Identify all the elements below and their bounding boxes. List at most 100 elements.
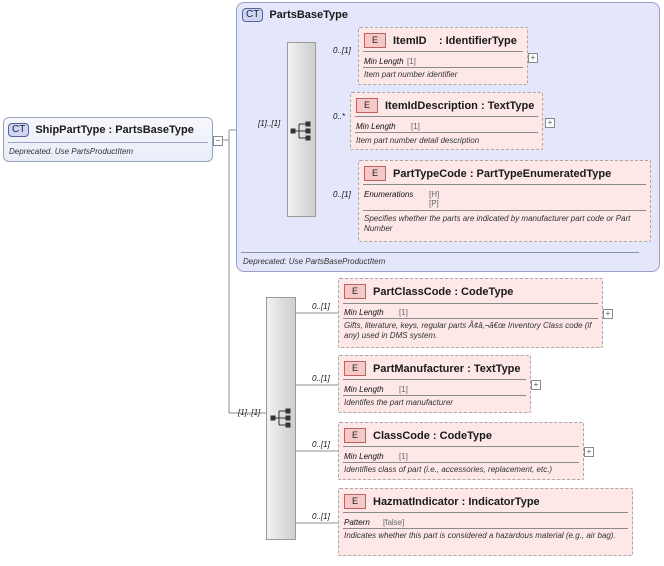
element-name: ItemID (393, 34, 427, 47)
element-name: PartTypeCode (393, 167, 467, 180)
cardinality-label: 0..[1] (312, 440, 330, 449)
collapse-toggle[interactable]: − (213, 136, 223, 146)
complex-type-badge: CT (242, 8, 264, 22)
extension-cardinality: [1]..[1] (238, 408, 261, 417)
element-title: ItemIdDescription : TextType (385, 99, 535, 112)
facet-value: [1] (411, 122, 420, 131)
sequence-icon (270, 408, 291, 428)
element-title: PartTypeCode : PartTypeEnumeratedType (393, 167, 612, 180)
expand-toggle[interactable]: + (545, 118, 555, 128)
element-description: Specifies whether the parts are indicate… (364, 214, 631, 233)
element-badge: E (344, 284, 366, 299)
element-description: Item part number identifier (364, 70, 458, 79)
element-badge: E (344, 361, 366, 376)
cardinality-label: 0..[1] (312, 512, 330, 521)
element-type: IndicatorType (468, 495, 540, 508)
divider (343, 528, 628, 529)
divider (363, 67, 523, 68)
element-name: ItemIdDescription (385, 99, 478, 112)
element-type: CodeType (461, 285, 514, 298)
element-badge: E (364, 33, 386, 48)
divider (8, 142, 208, 143)
base-type-title: PartsBaseType (269, 9, 349, 21)
root-base: PartsBaseType (115, 124, 194, 136)
root-complex-type[interactable]: CT ShipPartType : PartsBaseType Deprecat… (3, 117, 213, 162)
extension-sequence-compositor[interactable] (266, 297, 296, 540)
element-classcode[interactable]: E ClassCode : CodeType Min Length [1] Ide… (338, 422, 584, 480)
divider (363, 51, 523, 52)
root-name: ShipPartType (35, 124, 106, 136)
divider (343, 446, 579, 447)
element-title: ClassCode : CodeType (373, 429, 492, 442)
divider (355, 132, 538, 133)
sequence-icon (290, 121, 311, 141)
facet-label: Pattern (344, 518, 370, 527)
facet-value: [1] (399, 385, 408, 394)
element-type: TextType (487, 99, 535, 112)
element-name: HazmatIndicator (373, 495, 459, 508)
divider (343, 318, 598, 319)
element-itemiddescription[interactable]: E ItemIdDescription : TextType Min Length… (350, 92, 543, 150)
element-badge: E (356, 98, 378, 113)
expand-toggle[interactable]: + (531, 380, 541, 390)
facet-label: Min Length (344, 308, 384, 317)
facet-value: [H] (429, 190, 440, 199)
root-description: Deprecated. Use PartsProductItem (9, 147, 134, 156)
element-title: PartClassCode : CodeType (373, 285, 514, 298)
element-hazmatindicator[interactable]: E HazmatIndicator : IndicatorType Pattern… (338, 488, 633, 556)
element-description: Indicates whether this part is considere… (344, 531, 616, 540)
element-type: TextType (473, 362, 521, 375)
divider (343, 462, 579, 463)
element-title: PartManufacturer : TextType (373, 362, 521, 375)
divider (343, 303, 598, 304)
base-description: Deprecated: Use PartsBaseProductItem (243, 257, 386, 266)
divider (343, 379, 526, 380)
divider (363, 210, 646, 211)
facet-value: [false] (383, 518, 405, 527)
facet-value: [1] (399, 308, 408, 317)
element-description: Identifies class of part (i.e., accessor… (344, 465, 553, 474)
facet-label: Min Length (344, 452, 384, 461)
cardinality-label: 0..[1] (333, 46, 351, 55)
element-title: ItemID : IdentifierType (393, 34, 517, 47)
complex-type-badge: CT (8, 123, 30, 137)
base-sequence-compositor[interactable] (287, 42, 316, 217)
expand-toggle[interactable]: + (528, 53, 538, 63)
divider (343, 512, 628, 513)
element-partclasscode[interactable]: E PartClassCode : CodeType Min Length [1]… (338, 278, 603, 348)
element-type: PartTypeEnumeratedType (476, 167, 612, 180)
element-description: Item part number detail description (356, 136, 480, 145)
expand-toggle[interactable]: + (603, 309, 613, 319)
expand-toggle[interactable]: + (584, 447, 594, 457)
facet-value: [1] (399, 452, 408, 461)
element-type: IdentifierType (445, 34, 517, 47)
facet-label: Enumerations (364, 190, 414, 199)
divider (241, 252, 639, 253)
cardinality-label: 0..* (333, 112, 346, 121)
element-badge: E (344, 494, 366, 509)
element-badge: E (344, 428, 366, 443)
root-type-title: ShipPartType : PartsBaseType (35, 124, 194, 136)
divider (355, 116, 538, 117)
facet-value: [1] (407, 57, 416, 66)
cardinality-label: 0..[1] (312, 374, 330, 383)
element-badge: E (364, 166, 386, 181)
cardinality-label: 0..[1] (312, 302, 330, 311)
element-description: Gifts, literature, keys, regular parts Ã… (344, 321, 592, 340)
element-description: Identifes the part manufacturer (344, 398, 453, 407)
facet-label: Min Length (356, 122, 396, 131)
base-cardinality: [1]..[1] (258, 119, 281, 128)
element-name: ClassCode (373, 429, 430, 442)
element-name: PartClassCode (373, 285, 452, 298)
element-name: PartManufacturer (373, 362, 465, 375)
facet-value: [P] (429, 199, 439, 208)
divider (363, 184, 646, 185)
element-type: CodeType (439, 429, 492, 442)
facet-label: Min Length (364, 57, 404, 66)
facet-label: Min Length (344, 385, 384, 394)
element-parttypecode[interactable]: E PartTypeCode : PartTypeEnumeratedType E… (358, 160, 651, 242)
divider (343, 395, 526, 396)
element-title: HazmatIndicator : IndicatorType (373, 495, 540, 508)
